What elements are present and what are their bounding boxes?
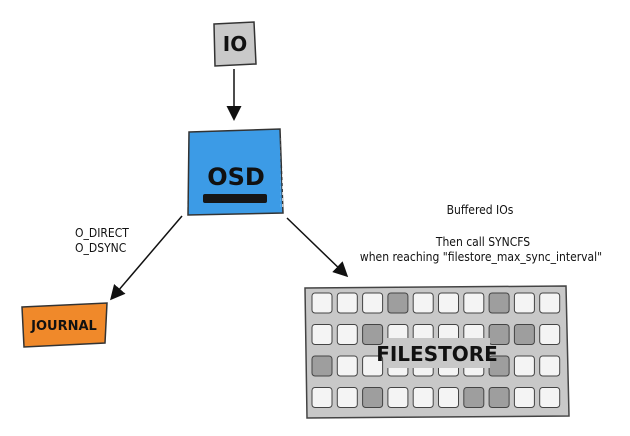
filestore-cell bbox=[362, 387, 384, 408]
journal-box bbox=[21, 302, 108, 348]
filestore-cell bbox=[362, 324, 384, 345]
filestore-edge-label-1: Buffered IOs bbox=[447, 203, 514, 217]
osd-node: OSD bbox=[181, 128, 286, 216]
filestore-edge-label-3: when reaching "filestore_max_sync_interv… bbox=[360, 250, 602, 264]
filestore-cell bbox=[336, 292, 358, 314]
filestore-cell bbox=[513, 387, 535, 408]
filestore-cell bbox=[362, 292, 384, 314]
filestore-cell bbox=[513, 292, 535, 314]
filestore-label-backdrop bbox=[384, 338, 490, 368]
filestore-cell-grid bbox=[311, 292, 561, 408]
filestore-cell bbox=[539, 292, 561, 314]
journal-edge-label-1: O_DIRECT bbox=[75, 226, 129, 240]
filestore-cell bbox=[438, 292, 459, 314]
filestore-cell bbox=[539, 387, 561, 408]
filestore-cell bbox=[539, 324, 561, 345]
filestore-cell bbox=[387, 292, 409, 314]
filestore-cell bbox=[463, 292, 485, 314]
io-node: IO bbox=[213, 21, 257, 67]
filestore-cell bbox=[539, 355, 561, 377]
filestore-cell bbox=[311, 324, 333, 345]
io-box bbox=[213, 21, 257, 67]
arrow-osd-to-filestore bbox=[286, 217, 349, 278]
filestore-cell bbox=[412, 292, 434, 314]
journal-label: JOURNAL bbox=[30, 319, 97, 334]
journal-node: JOURNAL bbox=[21, 302, 108, 348]
filestore-cell bbox=[387, 387, 409, 408]
filestore-cell bbox=[336, 387, 358, 408]
osd-label: OSD bbox=[207, 163, 265, 191]
filestore-cell bbox=[336, 324, 358, 345]
filestore-cell bbox=[362, 355, 384, 377]
filestore-cell bbox=[513, 324, 535, 345]
filestore-cell bbox=[311, 355, 333, 377]
io-label: IO bbox=[223, 32, 247, 56]
filestore-node: FILESTORE bbox=[304, 285, 570, 419]
filestore-cell bbox=[438, 387, 459, 408]
filestore-cell bbox=[488, 387, 510, 408]
filestore-edge-label-2: Then call SYNCFS bbox=[435, 235, 530, 249]
journal-edge-label-2: O_DSYNC bbox=[75, 241, 126, 255]
filestore-cell bbox=[311, 292, 333, 314]
filestore-cell bbox=[488, 292, 510, 314]
filestore-cell bbox=[412, 387, 434, 408]
filestore-cell bbox=[513, 355, 535, 377]
filestore-label: FILESTORE bbox=[376, 342, 498, 366]
filestore-cell bbox=[336, 355, 358, 377]
filestore-cell bbox=[463, 387, 485, 408]
filestore-cell bbox=[311, 387, 333, 408]
arrow-osd-to-journal bbox=[110, 215, 183, 301]
filestore-cell bbox=[488, 324, 510, 345]
osd-disk-slot bbox=[203, 194, 267, 203]
